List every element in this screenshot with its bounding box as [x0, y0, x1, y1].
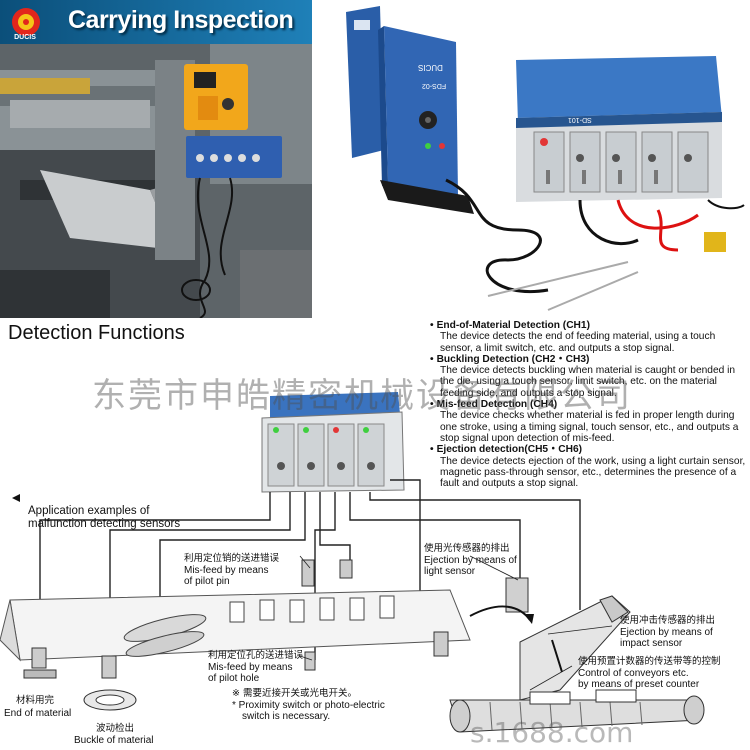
pilot-pin-label-en2: of pilot pin — [184, 576, 230, 587]
application-diagram — [0, 392, 705, 733]
pilot-hole-label-zh: 利用定位孔的送进错误 — [208, 650, 304, 661]
pilot-pin-label-en1: Mis-feed by means — [184, 565, 269, 576]
section-title: Detection Functions — [8, 322, 185, 344]
product-photo: DUCIS FDS-02 SD-101 — [318, 0, 750, 318]
light-sensor-label-zh: 使用光传感器的排出 — [424, 543, 510, 554]
press-machine-photo — [0, 0, 312, 318]
function-item: •Ejection detection(CH5・CH6) The device … — [430, 444, 748, 489]
pilot-hole-label-en1: Mis-feed by means — [208, 662, 293, 673]
impact-sensor-label-zh: 使用冲击传感器的排出 — [620, 615, 716, 626]
buckle-label-zh: 波动检出 — [96, 723, 135, 734]
proximity-sensor — [704, 232, 726, 252]
bullet-icon: • — [430, 320, 434, 331]
impact-sensor-label-en2: impact sensor — [620, 638, 683, 649]
counter-label-zh: 使用预置计数器的传送带等的控制 — [578, 656, 721, 667]
detection-functions-list: •End-of-Material Detection (CH1) The dev… — [430, 320, 748, 489]
bullet-icon: • — [430, 399, 434, 411]
bullet-icon: • — [430, 444, 434, 456]
light-sensor-box — [505, 577, 529, 613]
function-body: The device detects buckling when materia… — [440, 365, 736, 399]
controller-model-label: SD-101 — [568, 116, 592, 123]
light-sensor-label-en2: light sensor — [424, 566, 476, 577]
sensor-brand-label: DUCIS — [418, 63, 443, 72]
application-heading: Application examples of malfunction dete… — [28, 505, 180, 530]
application-heading-line2: malfunction detecting sensors — [28, 517, 181, 530]
function-title: Buckling Detection (CH2・CH3) — [436, 353, 590, 365]
function-body: The device detects the end of feeding ma… — [440, 331, 716, 354]
function-body: The device checks whether material is fe… — [440, 410, 739, 444]
company-watermark: 东莞市申皓精密机械设备有限公司 — [92, 376, 632, 416]
function-item: •End-of-Material Detection (CH1) The dev… — [430, 320, 748, 354]
site-watermark: s.1688.com — [470, 716, 634, 749]
impact-sensor-label-en1: Ejection by means of — [620, 627, 713, 638]
end-material-label-en: End of material — [4, 708, 72, 719]
photo-controller-blue — [186, 136, 282, 178]
function-item: •Mis-feed Detection (CH4) The device che… — [430, 399, 748, 444]
function-title: Ejection detection(CH5・CH6) — [436, 444, 583, 456]
sensor-and-controller-illustration — [346, 6, 745, 311]
pilot-hole-label-en2: of pilot hole — [208, 673, 260, 684]
pilot-pin-label-zh: 利用定位销的送进错误 — [184, 553, 280, 564]
buckle-label-en: Buckle of material — [74, 735, 154, 746]
note-label-en1: * Proximity switch or photo-electric — [232, 700, 385, 711]
function-body: The device detects ejection of the work,… — [440, 455, 746, 490]
light-sensor-label-en1: Ejection by means of — [424, 555, 517, 566]
sensor-model-label: FDS-02 — [422, 82, 447, 89]
company-logo — [4, 4, 62, 44]
bullet-icon: • — [430, 353, 434, 365]
counter-label-en1: Control of conveyors etc. — [578, 668, 689, 679]
logo-text: DUCIS — [14, 34, 36, 41]
function-title: Mis-feed Detection (CH4) — [436, 399, 558, 411]
application-heading-line1: Application examples of — [28, 505, 150, 517]
note-label-en2: switch is necessary. — [242, 711, 331, 722]
counter-label-en2: by means of preset counter — [578, 679, 700, 690]
function-item: •Buckling Detection (CH2・CH3) The device… — [430, 354, 748, 399]
function-title: End-of-Material Detection (CH1) — [436, 320, 590, 331]
title-banner — [0, 0, 312, 44]
end-material-label-zh: 材料用完 — [16, 695, 55, 706]
note-label-zh: ※ 需要近接开关或光电开关。 — [232, 688, 357, 699]
diagram-controller-top — [270, 392, 400, 418]
page-title: Carrying Inspection — [68, 6, 294, 34]
press-machine-illustration — [0, 44, 312, 318]
